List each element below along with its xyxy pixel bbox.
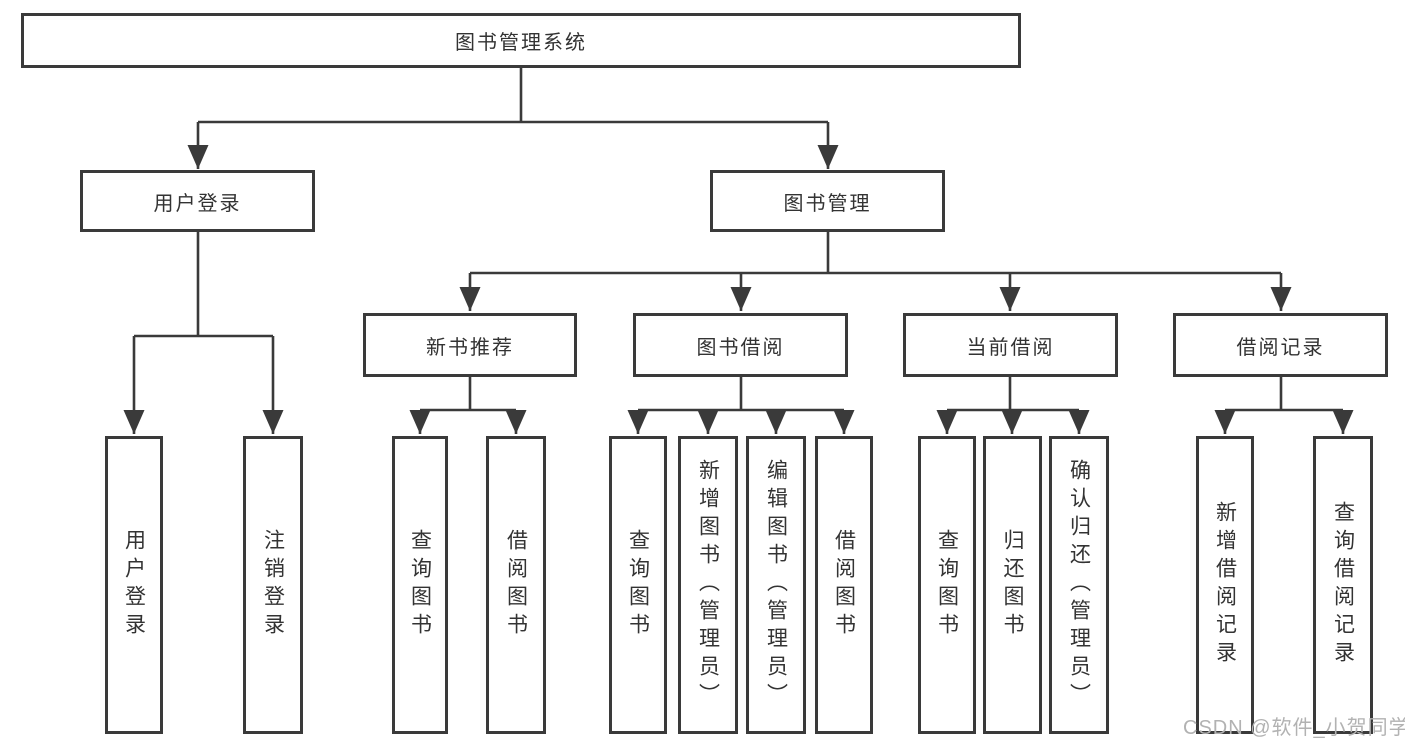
connector-newbookrec-split [420, 377, 516, 412]
leaf-label: 查询图书 [935, 529, 959, 641]
leaf-label: 查询图书 [408, 529, 432, 641]
node-leaf-bb-add-books-admin: 新增图书（管理员） [678, 436, 738, 734]
leaf-label: 查询图书 [626, 529, 650, 641]
connector-currentborrow-split [947, 377, 1079, 412]
connector-userlogin-split [134, 232, 273, 338]
leaf-label: 注销登录 [261, 529, 285, 641]
node-new-book-recommend: 新书推荐 [363, 313, 577, 377]
node-leaf-bb-query-books: 查询图书 [609, 436, 667, 734]
node-leaf-nbr-borrow-books: 借阅图书 [486, 436, 546, 734]
node-leaf-logout: 注销登录 [243, 436, 303, 734]
leaf-label: 借阅图书 [832, 529, 856, 641]
node-leaf-user-login: 用户登录 [105, 436, 163, 734]
node-leaf-br-query-record: 查询借阅记录 [1313, 436, 1373, 734]
node-current-borrowing: 当前借阅 [903, 313, 1118, 377]
connector-bookborrow-split [638, 377, 844, 412]
connector-root-split [198, 68, 828, 124]
leaf-label: 用户登录 [122, 529, 146, 641]
node-leaf-br-add-record: 新增借阅记录 [1196, 436, 1254, 734]
node-leaf-cb-return-books: 归还图书 [983, 436, 1042, 734]
node-leaf-bb-edit-books-admin: 编辑图书（管理员） [746, 436, 806, 734]
connector-bookmgmt-split [470, 232, 1281, 275]
node-book-borrowing: 图书借阅 [633, 313, 848, 377]
node-root-system: 图书管理系统 [21, 13, 1021, 68]
leaf-label: 归还图书 [1001, 529, 1024, 641]
csdn-watermark: CSDN @软件_小贺同学 [1183, 717, 1405, 739]
node-leaf-nbr-query-books: 查询图书 [392, 436, 448, 734]
leaf-label: 借阅图书 [504, 529, 528, 641]
leaf-label: 确认归还（管理员） [1067, 459, 1091, 711]
node-leaf-cb-query-books: 查询图书 [918, 436, 976, 734]
leaf-label: 新增图书（管理员） [696, 459, 720, 711]
leaf-label: 编辑图书（管理员） [764, 459, 788, 711]
node-borrowing-records: 借阅记录 [1173, 313, 1388, 377]
node-leaf-cb-confirm-return-admin: 确认归还（管理员） [1049, 436, 1109, 734]
node-book-management: 图书管理 [710, 170, 945, 232]
connector-borrowrecords-split [1225, 377, 1343, 412]
node-user-login: 用户登录 [80, 170, 315, 232]
leaf-label: 新增借阅记录 [1213, 501, 1237, 669]
leaf-label: 查询借阅记录 [1331, 501, 1355, 669]
node-leaf-bb-borrow-books: 借阅图书 [815, 436, 873, 734]
